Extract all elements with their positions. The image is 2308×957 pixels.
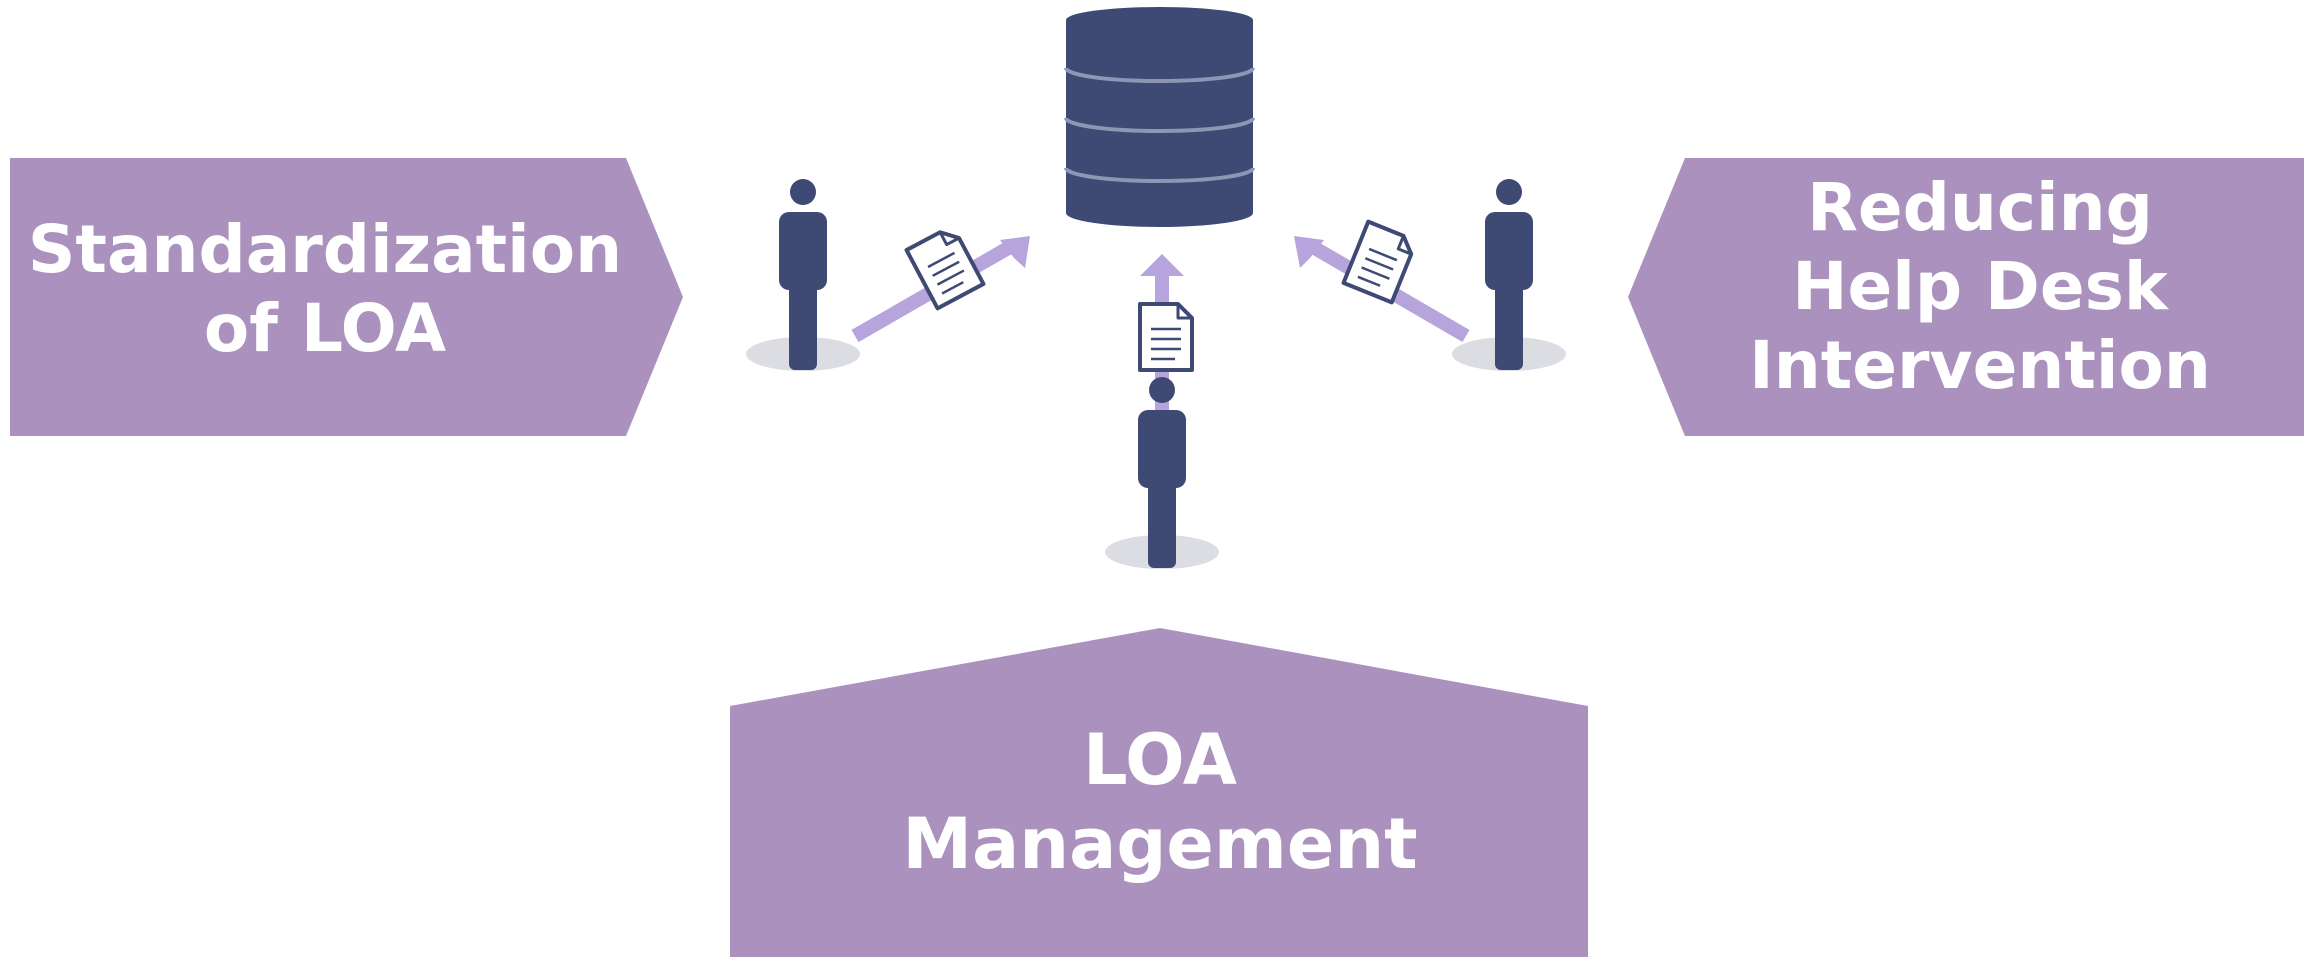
label-line: Intervention [1749,327,2211,405]
panel-left [10,158,683,436]
panel-bottom [730,628,1588,957]
document-icon [1138,302,1194,372]
label-line: Reducing [1807,169,2153,246]
database-icon [1064,7,1255,227]
panel-right [1628,158,2304,436]
label-loa-management: LOA Management [730,718,1590,886]
label-line: LOA [1083,719,1237,801]
label-line: of LOA [203,290,447,368]
label-standardization-of-loa: Standardization of LOA [10,210,640,368]
label-reducing-help-desk-intervention: Reducing Help Desk Intervention [1680,168,2280,406]
label-line: Management [902,803,1418,885]
label-line: Help Desk [1792,248,2168,326]
label-line: Standardization [27,211,623,288]
document-icon [1341,219,1419,305]
